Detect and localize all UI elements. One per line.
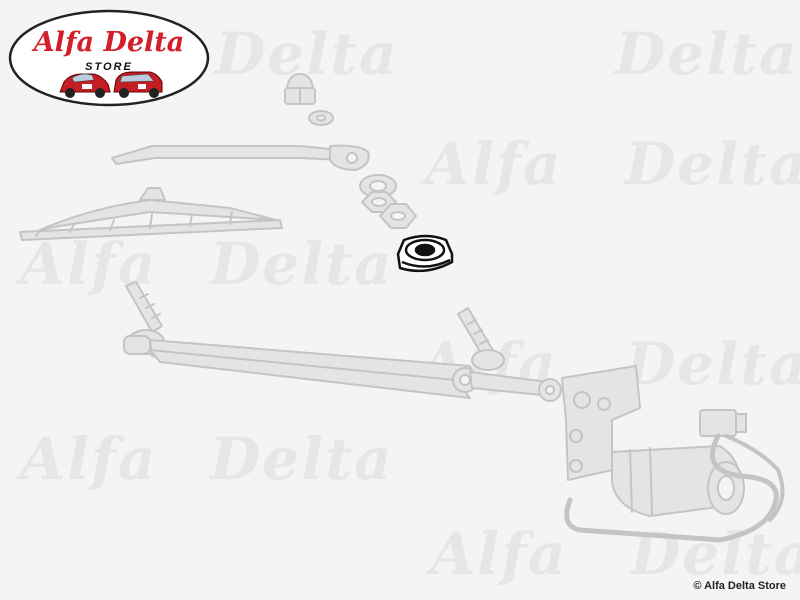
logo-store-text: STORE xyxy=(85,61,133,73)
right-wiper-spindle xyxy=(457,307,505,371)
logo-brand-text: Alfa Delta xyxy=(31,27,185,58)
red-car-icon xyxy=(113,71,163,98)
wiper-motor xyxy=(611,445,745,517)
alfa-delta-store-logo[interactable]: Alfa Delta STORE xyxy=(8,8,210,108)
linkage-bar xyxy=(149,339,478,399)
copyright-text: © Alfa Delta Store xyxy=(693,580,786,592)
motor-bracket xyxy=(561,365,641,481)
wiper-arm xyxy=(111,144,370,171)
electrical-connector xyxy=(564,409,785,543)
acorn-nut xyxy=(284,73,316,105)
red-car-icon xyxy=(59,73,111,98)
hex-nut xyxy=(379,203,417,229)
left-wiper-spindle xyxy=(123,281,165,355)
wiper-blade xyxy=(19,187,283,241)
highlighted-part-spindle-cap[interactable] xyxy=(396,234,454,273)
